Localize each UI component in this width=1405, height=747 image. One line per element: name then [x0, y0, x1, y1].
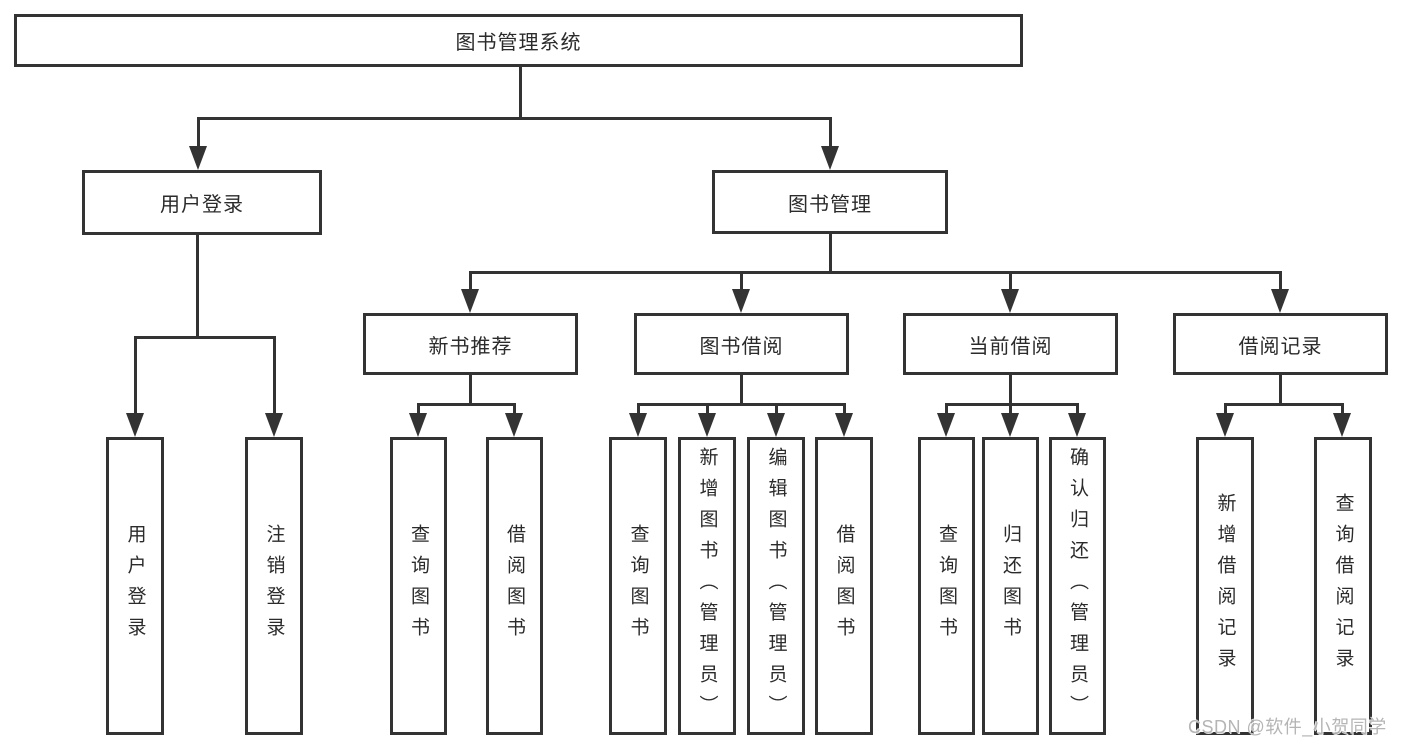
arrow-down-icon: [1001, 289, 1019, 313]
connector-line: [945, 403, 948, 415]
node-label: 用户登录: [160, 194, 244, 216]
arrow-down-icon: [1001, 413, 1019, 437]
connector-line: [197, 117, 200, 148]
arrow-down-icon: [189, 146, 207, 170]
leaf-label: 查询图书: [936, 524, 957, 648]
connector-line: [1076, 403, 1079, 415]
connector-line: [1279, 375, 1282, 406]
arrow-down-icon: [409, 413, 427, 437]
connector-line: [637, 403, 640, 415]
arrow-down-icon: [1271, 289, 1289, 313]
connector-line: [1009, 271, 1012, 291]
arrow-down-icon: [1333, 413, 1351, 437]
leaf-current-query-book: 查询图书: [918, 437, 975, 735]
connector-line: [740, 375, 743, 406]
arrow-down-icon: [937, 413, 955, 437]
connector-line: [469, 271, 1282, 274]
leaf-borrowing-edit-book-admin: 编辑图书（管理员）: [747, 437, 805, 735]
node-book-management: 图书管理: [712, 170, 948, 234]
connector-line: [134, 336, 137, 415]
leaf-records-query-borrow-record: 查询借阅记录: [1314, 437, 1372, 735]
connector-line: [1224, 403, 1344, 406]
leaf-label: 新增借阅记录: [1214, 493, 1236, 679]
connector-line: [134, 336, 276, 339]
leaf-logout-login: 注销登录: [245, 437, 303, 735]
connector-line: [1224, 403, 1227, 415]
arrow-down-icon: [1068, 413, 1086, 437]
leaf-borrowing-borrow-book: 借阅图书: [815, 437, 873, 735]
leaf-label: 归还图书: [1000, 524, 1021, 648]
leaf-label: 查询借阅记录: [1332, 493, 1354, 679]
connector-line: [513, 403, 516, 415]
leaf-current-confirm-return-admin: 确认归还（管理员）: [1049, 437, 1106, 735]
connector-line: [417, 403, 420, 415]
connector-line: [706, 403, 709, 415]
connector-line: [829, 117, 832, 148]
leaf-borrowing-add-book-admin: 新增图书（管理员）: [678, 437, 736, 735]
connector-line: [637, 403, 845, 406]
connector-line: [1279, 271, 1282, 291]
connector-line: [1341, 403, 1344, 415]
node-library-management-system: 图书管理系统: [14, 14, 1023, 67]
leaf-current-return-book: 归还图书: [982, 437, 1039, 735]
connector-line: [196, 235, 199, 339]
arrow-down-icon: [505, 413, 523, 437]
node-book-borrowing: 图书借阅: [634, 313, 849, 375]
connector-line: [273, 336, 276, 415]
connector-line: [775, 403, 778, 415]
node-current-borrowing: 当前借阅: [903, 313, 1118, 375]
node-label: 图书管理: [788, 193, 872, 216]
arrow-down-icon: [821, 146, 839, 170]
connector-line: [469, 375, 472, 406]
connector-line: [197, 117, 832, 120]
arrow-down-icon: [265, 413, 283, 437]
connector-line: [519, 67, 522, 120]
arrow-down-icon: [629, 413, 647, 437]
leaf-label: 编辑图书（管理员）: [765, 446, 787, 726]
arrow-down-icon: [1216, 413, 1234, 437]
node-borrowing-records: 借阅记录: [1173, 313, 1388, 375]
arrow-down-icon: [126, 413, 144, 437]
connector-line: [418, 403, 516, 406]
connector-line: [1009, 403, 1012, 415]
connector-line: [1009, 375, 1012, 406]
arrow-down-icon: [732, 289, 750, 313]
leaf-label: 查询图书: [408, 524, 429, 648]
leaf-newbook-query-book: 查询图书: [390, 437, 447, 735]
node-label: 借阅记录: [1238, 335, 1323, 358]
leaf-user-login: 用户登录: [106, 437, 164, 735]
leaf-label: 用户登录: [124, 524, 146, 648]
leaf-label: 注销登录: [263, 524, 285, 648]
connector-line: [843, 403, 846, 415]
leaf-label: 查询图书: [627, 524, 649, 648]
leaf-records-add-borrow-record: 新增借阅记录: [1196, 437, 1254, 735]
leaf-borrowing-query-book: 查询图书: [609, 437, 667, 735]
leaf-label: 新增图书（管理员）: [696, 446, 718, 726]
node-user-login: 用户登录: [82, 170, 322, 235]
node-label: 当前借阅: [968, 335, 1053, 358]
node-label: 图书管理系统: [455, 32, 582, 54]
leaf-label: 借阅图书: [504, 524, 525, 648]
connector-line: [469, 271, 472, 291]
watermark-text: CSDN @软件_小贺同学: [1188, 717, 1387, 737]
connector-line: [740, 271, 743, 291]
leaf-label: 借阅图书: [833, 524, 855, 648]
arrow-down-icon: [835, 413, 853, 437]
connector-line: [829, 234, 832, 274]
node-label: 新书推荐: [428, 335, 513, 358]
leaf-newbook-borrow-book: 借阅图书: [486, 437, 543, 735]
arrow-down-icon: [698, 413, 716, 437]
arrow-down-icon: [461, 289, 479, 313]
arrow-down-icon: [767, 413, 785, 437]
node-new-book-recommend: 新书推荐: [363, 313, 578, 375]
node-label: 图书借阅: [699, 335, 784, 358]
leaf-label: 确认归还（管理员）: [1067, 446, 1088, 726]
